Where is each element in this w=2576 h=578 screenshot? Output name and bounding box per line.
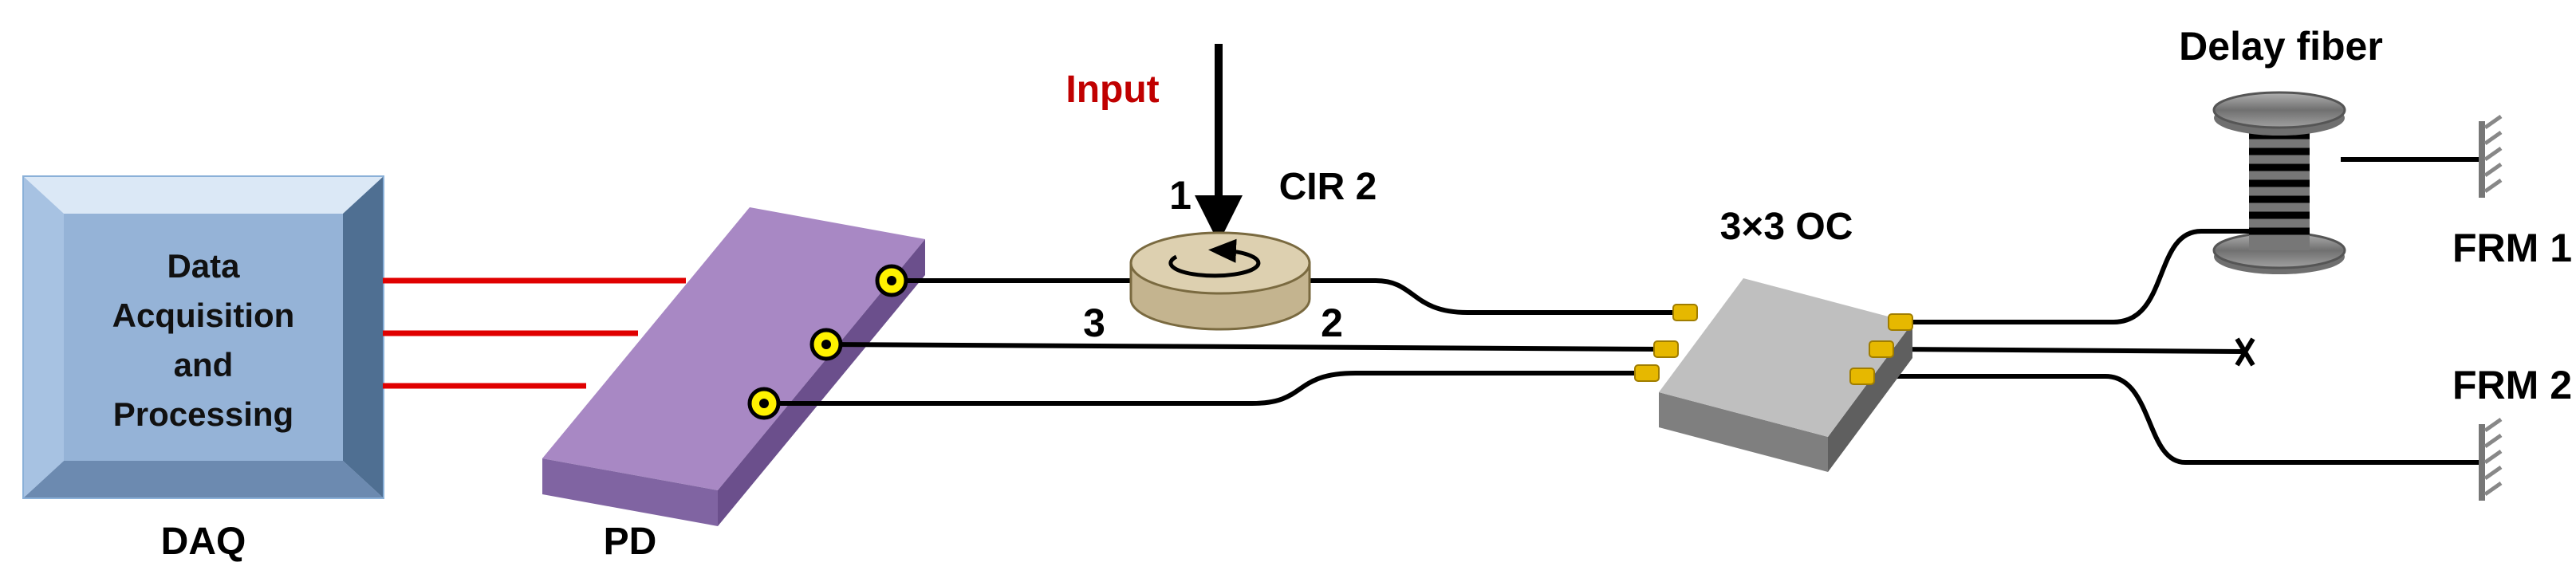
daq-text-line-2: Acquisition (112, 297, 295, 334)
pd-label: PD (604, 521, 657, 563)
circulator (1129, 231, 1311, 331)
daq-text-line-1: Data (167, 247, 240, 285)
frm2-label: FRM 2 (2452, 363, 2572, 407)
open-end-marker (2235, 337, 2255, 367)
daq-box: Data Acquisition and Processing (22, 175, 384, 499)
fiber-coupler-to-delay (1912, 229, 2297, 324)
circulator-port-3: 3 (1083, 301, 1105, 345)
delay-fiber-label: Delay fiber (2179, 24, 2383, 69)
fiber-circulator-to-coupler (1308, 278, 1679, 315)
input-label: Input (1065, 69, 1159, 111)
circulator-rotation-icon (1168, 238, 1261, 278)
optical-coupler (1634, 278, 1913, 472)
delay-fiber-spool (2212, 91, 2346, 274)
daq-text-line-4: Processing (113, 395, 293, 433)
fibers (764, 157, 2480, 465)
pd-ports (747, 264, 908, 420)
fiber-pd-to-coupler-middle (825, 342, 1664, 352)
daq-text-line-3: and (174, 346, 234, 383)
fiber-coupler-to-open-end (1889, 347, 2246, 354)
photodetector-box (542, 207, 925, 526)
frm1-mirror-icon (2479, 114, 2503, 198)
electric-lines (383, 277, 686, 389)
circulator-port-1: 1 (1169, 173, 1191, 218)
circulator-label: CIR 2 (1279, 166, 1377, 208)
daq-label: DAQ (161, 521, 246, 563)
coupler-label: 3×3 OC (1720, 206, 1853, 248)
frm2-mirror-icon (2479, 417, 2503, 501)
circulator-port-2: 2 (1321, 301, 1343, 345)
fiber-coupler-to-frm2 (1870, 374, 2480, 465)
frm1-label: FRM 1 (2452, 226, 2572, 270)
fiber-pd-to-coupler-bottom (764, 371, 1655, 406)
